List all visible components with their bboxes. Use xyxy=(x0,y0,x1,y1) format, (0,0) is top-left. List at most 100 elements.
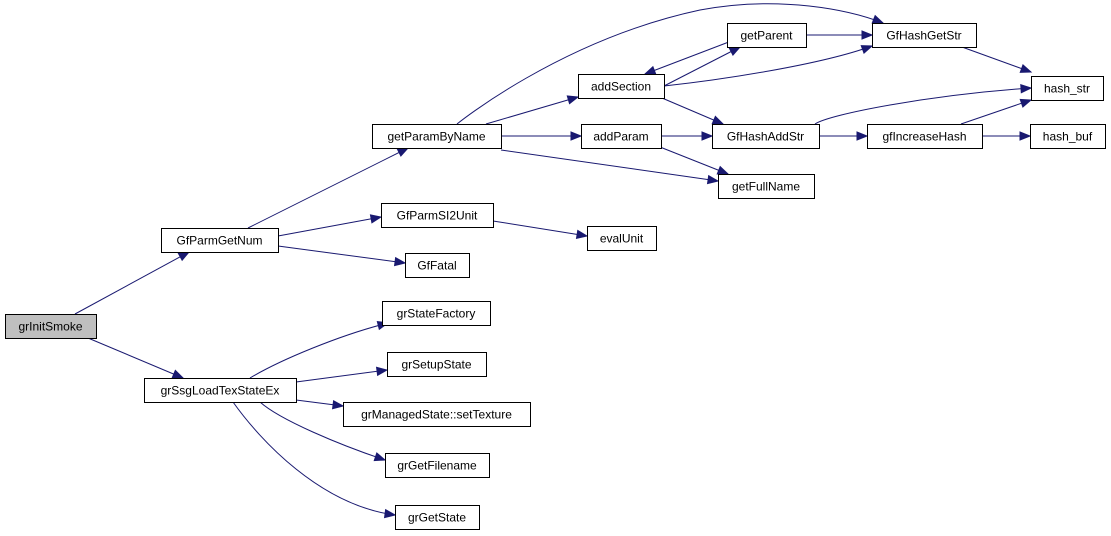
node-grInitSmoke[interactable]: grInitSmoke xyxy=(5,314,97,339)
edge-grSsgLoadTexStateEx-to-grGetState xyxy=(232,401,397,519)
node-hash-str[interactable]: hash_str xyxy=(1031,76,1104,101)
edge-line xyxy=(661,97,724,125)
node-box[interactable] xyxy=(372,124,502,149)
node-label: grGetFilename xyxy=(397,459,477,473)
arrowhead-icon xyxy=(1019,63,1033,73)
node-box[interactable] xyxy=(1030,124,1106,149)
node-box[interactable] xyxy=(581,124,662,149)
arrowhead-icon xyxy=(643,65,657,75)
node-box[interactable] xyxy=(727,23,807,48)
arrowhead-icon xyxy=(396,147,410,157)
arrowhead-icon xyxy=(711,115,725,125)
nodes-layer: grInitSmoke GfParmGetNum grSsgLoadTexState… xyxy=(5,23,1106,530)
edge-line xyxy=(961,46,1032,73)
node-box[interactable] xyxy=(161,228,279,253)
arrowhead-icon xyxy=(369,214,383,224)
node-grSsgLoadTexStateEx[interactable]: grSsgLoadTexStateEx xyxy=(144,378,297,403)
arrowhead-icon xyxy=(570,131,583,141)
node-label: grSsgLoadTexStateEx xyxy=(161,384,280,398)
edge-line xyxy=(663,46,741,87)
edge-grInitSmoke-to-grSsgLoadTexStateEx xyxy=(87,337,185,379)
arrowhead-icon xyxy=(861,30,874,40)
node-label: getParamByName xyxy=(387,130,485,144)
edges-layer xyxy=(74,3,1033,519)
node-getFullName[interactable]: getFullName xyxy=(718,174,815,199)
edge-line xyxy=(960,99,1032,125)
node-box[interactable] xyxy=(872,23,977,48)
node-box[interactable] xyxy=(395,505,480,530)
edge-addParam-to-getFullName xyxy=(659,146,730,175)
node-label: grInitSmoke xyxy=(18,320,82,334)
edge-GfHashAddStr-to-hash_str xyxy=(814,83,1033,125)
node-GfFatal[interactable]: GfFatal xyxy=(405,253,470,278)
node-label: grSetupState xyxy=(401,358,471,372)
edge-line xyxy=(456,3,884,125)
node-GfParmGetNum[interactable]: GfParmGetNum xyxy=(161,228,279,253)
arrowhead-icon xyxy=(383,508,397,519)
node-label: GfHashGetStr xyxy=(886,29,961,43)
arrowhead-icon xyxy=(1019,98,1033,108)
edge-getParamByName-to-GfHashGetStr xyxy=(456,3,885,125)
node-box[interactable] xyxy=(144,378,297,403)
node-grGetState[interactable]: grGetState xyxy=(395,505,480,530)
node-box[interactable] xyxy=(387,352,487,377)
node-label: gfIncreaseHash xyxy=(882,130,966,144)
node-label: GfParmSI2Unit xyxy=(397,209,478,223)
arrowhead-icon xyxy=(856,131,869,141)
node-box[interactable] xyxy=(712,124,820,149)
edge-line xyxy=(485,96,579,125)
edge-getParamByName-to-getFullName xyxy=(500,149,720,185)
arrowhead-icon xyxy=(701,131,714,141)
node-grStateFactory[interactable]: grStateFactory xyxy=(382,301,491,326)
node-evalUnit[interactable]: evalUnit xyxy=(587,226,657,251)
node-box[interactable] xyxy=(382,301,491,326)
arrowhead-icon xyxy=(171,369,185,379)
node-GfHashAddStr[interactable]: GfHashAddStr xyxy=(712,124,820,149)
node-box[interactable] xyxy=(587,226,657,251)
node-getParent[interactable]: getParent xyxy=(727,23,807,48)
edge-line xyxy=(247,147,409,229)
node-box[interactable] xyxy=(1031,76,1104,101)
node-grSetupState[interactable]: grSetupState xyxy=(387,352,487,377)
edge-addSection-to-GfHashAddStr xyxy=(661,97,725,125)
edge-gfIncreaseHash-to-hash_str xyxy=(960,98,1033,125)
node-addParam[interactable]: addParam xyxy=(581,124,662,149)
node-GfParmSI2Unit[interactable]: GfParmSI2Unit xyxy=(381,203,494,228)
node-hash-buf[interactable]: hash_buf xyxy=(1030,124,1106,149)
edge-getParamByName-to-addSection xyxy=(485,95,580,125)
node-box[interactable] xyxy=(718,174,815,199)
node-label: getFullName xyxy=(732,180,800,194)
arrowhead-icon xyxy=(728,46,742,57)
node-grGetFilename[interactable]: grGetFilename xyxy=(385,453,490,478)
node-GfHashGetStr[interactable]: GfHashGetStr xyxy=(872,23,977,48)
node-getParamByName[interactable]: getParamByName xyxy=(372,124,502,149)
node-box[interactable] xyxy=(381,203,494,228)
node-label: hash_str xyxy=(1044,82,1090,96)
edge-line xyxy=(492,220,588,237)
edge-line xyxy=(232,401,396,516)
node-box[interactable] xyxy=(578,74,665,99)
edge-addParam-to-GfHashAddStr xyxy=(661,131,714,141)
node-label: GfHashAddStr xyxy=(727,130,804,144)
node-label: GfParmGetNum xyxy=(176,234,262,248)
node-box[interactable] xyxy=(343,402,531,427)
arrowhead-icon xyxy=(1020,83,1033,94)
node-box[interactable] xyxy=(5,314,97,339)
node-box[interactable] xyxy=(405,253,470,278)
node-grManagedState-setTexture[interactable]: grManagedState::setTexture xyxy=(343,402,531,427)
edge-addSection-to-getParent xyxy=(663,46,742,87)
edge-grSsgLoadTexStateEx-to-grManagedState_setTexture xyxy=(295,399,345,410)
node-gfIncreaseHash[interactable]: gfIncreaseHash xyxy=(867,124,983,149)
node-label: grManagedState::setTexture xyxy=(361,408,512,422)
arrowhead-icon xyxy=(393,256,407,267)
node-box[interactable] xyxy=(385,453,490,478)
edge-line xyxy=(74,251,190,315)
edge-line xyxy=(644,39,735,75)
node-label: addSection xyxy=(591,80,651,94)
arrowhead-icon xyxy=(373,452,387,462)
arrowhead-icon xyxy=(871,14,885,24)
node-addSection[interactable]: addSection xyxy=(578,74,665,99)
node-label: grStateFactory xyxy=(397,307,476,321)
node-box[interactable] xyxy=(867,124,983,149)
